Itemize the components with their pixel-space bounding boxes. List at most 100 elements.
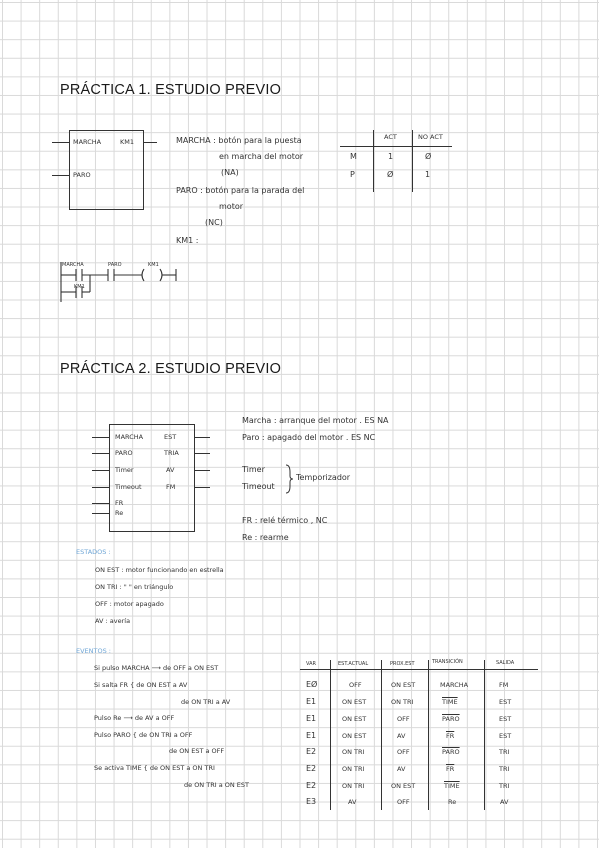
block-output-tria: TRIA [164,449,179,457]
estado-item: ON TRI : " " en triángulo [95,583,174,591]
table-cell: E2 [306,747,317,756]
table-cell: TRI [499,765,510,773]
block-input-marcha: MARCHA [115,433,144,441]
truth-table-cell: Ø [387,170,394,179]
table-cell: OFF [397,798,410,806]
input-line [92,453,109,454]
input-line [92,503,109,504]
table-cell: PARO [442,715,460,723]
estado-item: AV : avería [95,617,131,625]
output-line [194,453,210,454]
table-cell: FM [499,681,509,689]
paro-description: Paro : apagado del motor . ES NC [242,433,376,442]
evento-item: Si pulso MARCHA ⟶ de OFF a ON EST [94,664,219,672]
table-cell: ON TRI [391,698,414,706]
table-cell: ON EST [342,732,367,740]
marcha-description-line3: (NA) [221,168,239,177]
table-cell: MARCHA [440,681,469,689]
transition-table-header: PROX.EST [390,661,415,667]
truth-table-row-label: M [350,152,357,161]
estado-item: OFF : motor apagado [95,600,164,608]
practice2-block [109,424,195,532]
transition-table-header: SALIDA [496,660,515,666]
truth-table-row-label: P [350,170,355,179]
output-line [194,487,210,488]
brace-icon [285,464,294,494]
km1-output-line [143,142,157,143]
evento-item: Pulso Re ⟶ de AV a OFF [94,714,175,722]
ladder-label-paro: PARO [108,262,122,268]
evento-item: de ON TRI a AV [181,698,231,706]
table-cell: ON EST [391,782,416,790]
input-line [92,487,109,488]
block-input-timeout: Timeout [115,483,142,491]
table-cell: OFF [397,748,410,756]
table-cell: E3 [306,797,317,806]
marcha-input-line [52,142,69,143]
table-cell: OFF [349,681,362,689]
block-output-fm: FM [166,483,176,491]
eventos-heading: EVENTOS : [76,647,111,655]
table-cell: E2 [306,781,317,790]
transition-table-header: VAR [306,661,316,667]
table-cell: EØ [306,680,318,689]
input-line [92,437,109,438]
truth-table-cell: Ø [425,152,432,161]
output-line [194,470,210,471]
block-output-est: EST [164,433,177,441]
evento-item: de ON EST a OFF [169,747,225,755]
ladder-diagram [60,262,177,302]
block-input-fr: FR [115,499,124,507]
transition-table-header-rule [300,669,538,670]
timeout-label: Timeout [242,482,275,491]
evento-item: Pulso PARO { de ON TRI a OFF [94,731,193,739]
practice1-truth-table: ACT NO ACT M 1 Ø P Ø 1 [340,130,452,192]
paro-description-line1: PARO : botón para la parada del [176,186,305,195]
truth-table-header-noact: NO ACT [418,133,443,141]
table-cell: EST [499,732,512,740]
table-cell: ON EST [342,698,367,706]
marcha-description-line2: en marcha del motor [219,152,304,161]
truth-table-header-act: ACT [384,133,397,141]
block-input-paro: PARO [115,449,133,457]
block-input-re: Re [115,509,124,517]
fr-description: FR : relé térmico , NC [242,516,328,525]
evento-item: Si salta FR { de ON EST a AV [94,681,188,689]
table-cell: E1 [306,697,317,706]
ladder-label-coil-km1: KM1 [148,262,159,268]
table-cell: FR [446,765,455,773]
evento-item: Se activa TIME { de ON EST a ON TRI [94,764,215,772]
practice1-block [69,130,144,210]
table-cell: TIME [444,782,460,790]
output-line [194,437,210,438]
table-cell: FR [446,732,455,740]
table-cell: EST [499,698,512,706]
transition-table-header: TRANSICIÓN [432,659,463,665]
paro-input-line [52,175,69,176]
transition-table-header: EST.ACTUAL [338,661,369,667]
transition-table-divider [428,660,429,810]
timer-label: Timer [242,465,265,474]
transition-table-divider [381,660,382,810]
table-cell: AV [397,732,406,740]
block-input-timer: Timer [115,466,134,474]
block-input-paro: PARO [73,171,91,179]
block-input-marcha: MARCHA [73,138,102,146]
transition-table-divider [330,660,331,810]
ladder-label-hold-km1: KM1 [74,284,85,290]
table-cell: EST [499,715,512,723]
input-line [92,470,109,471]
practice1-title: PRÁCTICA 1. ESTUDIO PREVIO [60,82,282,98]
transition-table-divider [484,660,485,810]
table-cell: ON TRI [342,782,365,790]
table-cell: Re [448,798,457,806]
table-cell: OFF [397,715,410,723]
truth-table-cell: 1 [388,152,394,161]
table-cell: AV [348,798,357,806]
block-output-av: AV [166,466,175,474]
paro-description-line2: motor [219,202,244,211]
marcha-description-line1: MARCHA : botón para la puesta [176,136,302,145]
input-line [92,513,109,514]
table-cell: AV [397,765,406,773]
table-cell: E2 [306,764,317,773]
